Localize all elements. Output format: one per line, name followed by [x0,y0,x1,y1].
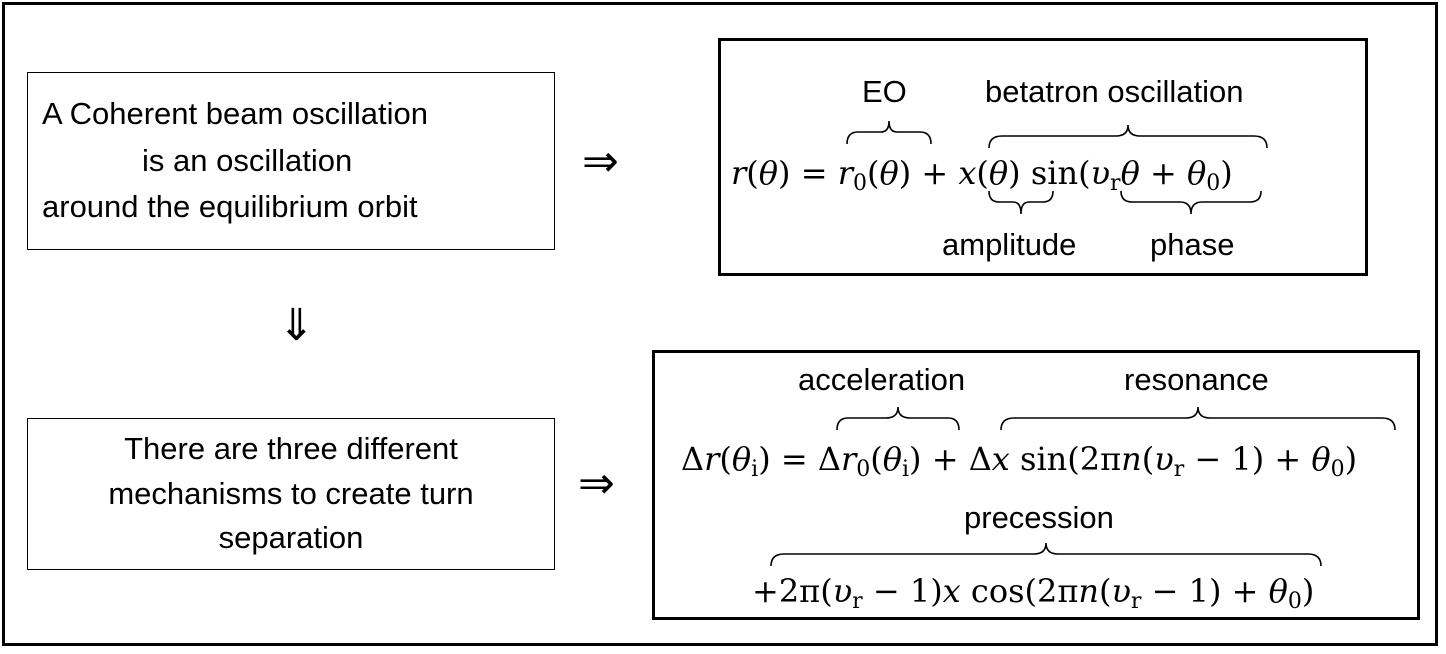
orbit-equation: r(θ) = r0(θ) + x(θ) sin(υrθ + θ0) [731,154,1233,196]
sub-i: i [751,457,759,482]
turn-separation-box: There are three different mechanisms to … [27,418,555,570]
sub-zero: 0 [1206,171,1221,196]
betatron-label: betatron oscillation [985,74,1244,109]
var-x: x [942,572,961,610]
var-theta: θ [882,440,902,478]
implies-arrow-top: ⇒ [582,136,619,187]
sub-r: r [1173,457,1185,482]
amplitude-label: amplitude [942,227,1077,262]
var-r: r [704,440,720,478]
fn-sin: sin [1020,440,1068,478]
precession-label: precession [964,500,1114,535]
var-nu: υ [1111,572,1131,610]
eo-label: EO [862,74,907,109]
diagram-frame [2,2,1438,646]
var-nu: υ [1090,154,1111,192]
var-nu: υ [1154,440,1174,478]
box-line-2: mechanisms to create turn [108,475,474,511]
coherent-oscillation-box: A Coherent beam oscillation is an oscill… [27,72,555,250]
resonance-label: resonance [1124,362,1269,397]
sub-zero: 0 [1330,457,1345,482]
betatron-brace [988,124,1268,149]
var-theta: θ [879,154,899,192]
precession-equation: +2π(υr − 1)x cos(2πn(υr − 1) + θ0) [752,572,1315,614]
delta-r-equation: Δr(θi) = Δr0(θi) + Δx sin(2πn(υr − 1) + … [681,440,1358,482]
var-theta: θ [1120,154,1140,192]
delta-symbol: Δ [968,440,992,478]
var-r: r [731,154,747,192]
eo-brace [846,120,932,145]
sub-r: r [852,589,863,614]
var-nu: υ [832,572,853,610]
var-x: x [958,154,977,192]
var-theta0: θ [1186,154,1207,192]
var-theta: θ [988,154,1009,192]
implies-arrow-down: ⇓ [278,300,315,351]
var-r0: r [837,154,853,192]
precession-brace [770,542,1322,567]
two-pi: 2π [1079,440,1122,478]
var-theta0: θ [1268,572,1288,610]
var-theta0: θ [1311,440,1331,478]
var-theta: θ [731,440,752,478]
delta-symbol: Δ [681,440,705,478]
delta-symbol: Δ [817,440,841,478]
turn-separation-equation-box [652,350,1420,620]
implies-arrow-bottom: ⇒ [578,458,615,509]
acceleration-brace [836,406,960,431]
box-line-2: is an oscillation [142,142,353,178]
var-r0: r [840,440,857,478]
box-line-1: There are three different [124,430,458,466]
resonance-brace [1000,406,1396,431]
var-x: x [991,440,1010,478]
var-theta: θ [758,154,779,192]
orbit-equation-box [718,38,1368,276]
phase-brace [1120,190,1262,215]
sub-zero: 0 [852,171,867,196]
fn-sin: sin [1030,154,1079,192]
var-n: n [1121,440,1142,478]
sub-zero: 0 [1287,589,1302,614]
sub-r: r [1130,589,1142,614]
sub-r: r [1110,171,1121,196]
sub-zero: 0 [856,457,871,482]
var-n: n [1078,572,1099,610]
two-pi: 2π [778,572,821,610]
box-line-3: separation [218,520,364,556]
sub-i: i [902,457,910,482]
phase-label: phase [1150,227,1235,262]
acceleration-label: acceleration [798,362,966,397]
two-pi: 2π [1036,572,1079,610]
fn-cos: cos [970,572,1025,610]
box-line-1: A Coherent beam oscillation [42,96,429,132]
box-line-3: around the equilibrium orbit [42,189,418,225]
amplitude-brace [988,190,1054,215]
